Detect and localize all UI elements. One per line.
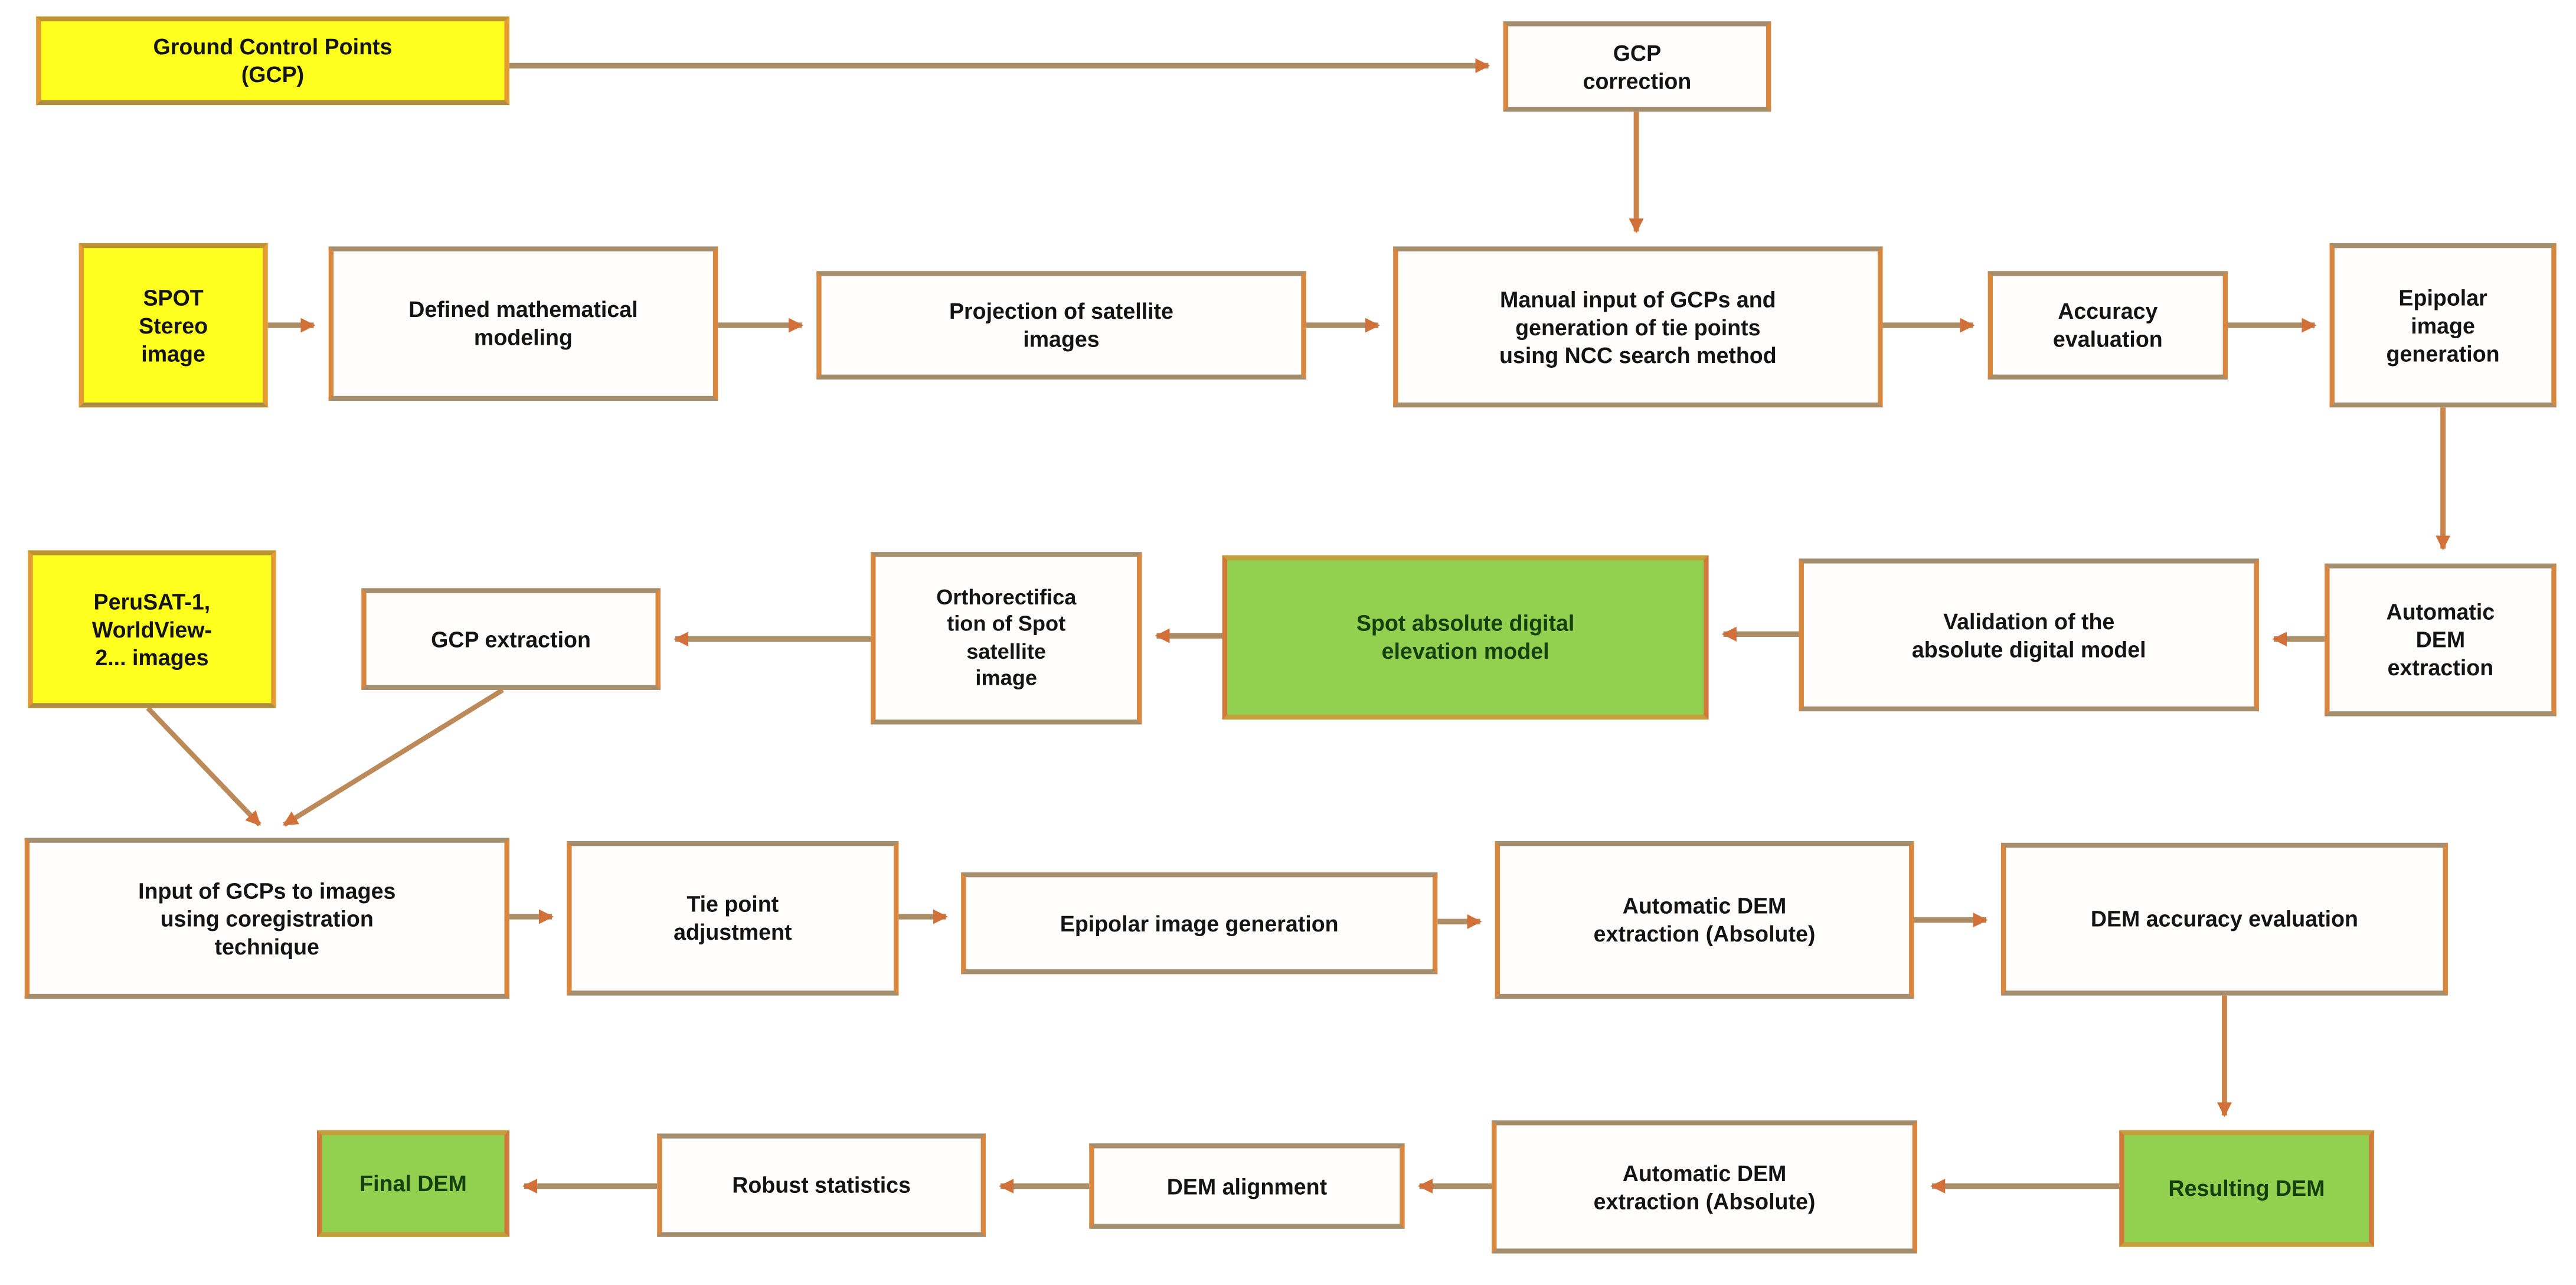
node-automatic-dem-extraction-absolute-2: Automatic DEM extraction (Absolute) — [1492, 1120, 1917, 1254]
node-orthorectification-spot-satellite-image: Orthorectifica tion of Spot satellite im… — [871, 552, 1142, 725]
node-epipolar-image-generation-1: Epipolar image generation — [2329, 243, 2557, 408]
node-dem-alignment: DEM alignment — [1089, 1143, 1405, 1229]
node-final-dem: Final DEM — [317, 1130, 509, 1237]
node-automatic-dem-extraction-absolute-1: Automatic DEM extraction (Absolute) — [1495, 841, 1914, 999]
node-tie-point-adjustment: Tie point adjustment — [567, 841, 899, 996]
node-validation-absolute-digital-model: Validation of the absolute digital model — [1799, 558, 2259, 712]
node-spot-stereo-image: SPOT Stereo image — [79, 243, 268, 408]
node-ground-control-points: Ground Control Points (GCP) — [36, 16, 509, 106]
node-projection-of-satellite-images: Projection of satellite images — [816, 271, 1306, 380]
node-accuracy-evaluation: Accuracy evaluation — [1987, 271, 2228, 380]
node-perusat-worldview-images: PeruSAT-1, WorldView- 2... images — [28, 550, 276, 708]
node-gcp-correction: GCP correction — [1503, 21, 1771, 112]
node-defined-mathematical-modeling: Defined mathematical modeling — [328, 246, 718, 401]
node-spot-absolute-digital-elevation-model: Spot absolute digital elevation model — [1222, 555, 1709, 720]
node-dem-accuracy-evaluation: DEM accuracy evaluation — [2000, 842, 2448, 996]
node-resulting-dem: Resulting DEM — [2119, 1130, 2374, 1247]
node-epipolar-image-generation-2: Epipolar image generation — [961, 872, 1438, 975]
arrow-perusat-to-input-gcps — [146, 706, 261, 827]
node-gcp-extraction: GCP extraction — [361, 588, 661, 690]
arrow-gcp-extraction-to-input-gcps — [283, 688, 504, 827]
node-input-gcps-coregistration: Input of GCPs to images using coregistra… — [24, 838, 509, 999]
node-automatic-dem-extraction-1: Automatic DEM extraction — [2325, 563, 2557, 717]
node-manual-input-gcps-tie-points: Manual input of GCPs and generation of t… — [1393, 246, 1883, 408]
node-robust-statistics: Robust statistics — [657, 1133, 986, 1237]
